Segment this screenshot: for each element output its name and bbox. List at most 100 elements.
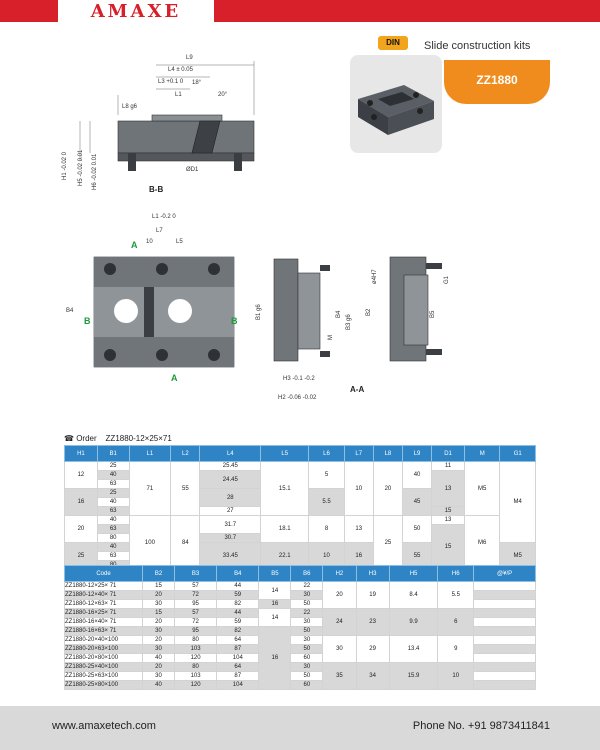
cell-b6: 50	[290, 644, 324, 654]
cell-b3: 72	[173, 590, 218, 600]
cell-g1: M4	[499, 461, 536, 543]
cell-price	[473, 599, 536, 609]
cell-b4: 87	[216, 644, 260, 654]
din-badge: DIN	[378, 36, 408, 50]
cell-b6: 30	[290, 617, 324, 627]
dim-b5: B5	[430, 310, 436, 318]
cell-b2: 40	[142, 653, 175, 663]
table1-header: M	[463, 445, 501, 462]
table1-header: L2	[170, 445, 201, 462]
cell-l9: 50	[401, 515, 433, 543]
cell-l7: 13	[343, 515, 374, 543]
cell-code: ZZ1880-16×63× 71	[64, 626, 143, 636]
product-photo	[350, 55, 442, 153]
cell-l1: 71	[128, 461, 172, 516]
cell-price	[473, 635, 536, 645]
kit-title: Slide construction kits	[424, 40, 531, 52]
cell-h5: 15.9	[388, 662, 439, 690]
dim-h5: H5 -0.02 0.01	[78, 149, 84, 186]
dim-front-l1: L1 -0.2 0	[152, 214, 176, 220]
cell-b2: 30	[142, 599, 175, 609]
cell-b4: 104	[216, 680, 260, 690]
cell-b4: 64	[216, 635, 260, 645]
cell-h1: 12	[64, 461, 98, 489]
cell-d1: 11	[431, 461, 465, 471]
cell-b4: 82	[216, 599, 260, 609]
cell-b4: 82	[216, 626, 260, 636]
table2-header: B6	[290, 565, 324, 582]
table-row: 63 15	[65, 524, 536, 570]
cell-h3: 29	[355, 635, 390, 663]
table-row: ZZ1880-20×63×100 30 103 87 50	[64, 644, 536, 654]
cell-b2: 40	[142, 680, 175, 690]
table1-header: B1	[96, 445, 130, 462]
dim-g1: G1	[444, 275, 450, 284]
cell-h2: 35	[322, 662, 357, 690]
cell-m: M5	[463, 461, 501, 516]
cell-b4: 44	[216, 581, 260, 591]
table-row: 12 25 71 55 25.45 15.1 5 10 20 40 11 M5 …	[64, 461, 536, 543]
cell-l4: 30.7	[199, 533, 262, 543]
cell-b1: 40	[96, 515, 130, 525]
dim-l8: L8 g6	[122, 104, 138, 110]
cell-b1: 63	[96, 551, 130, 561]
cell-b1: 63	[96, 479, 130, 489]
cell-b4: 44	[216, 608, 260, 618]
dim-front-l5: L5	[176, 239, 183, 245]
table1-header: L1	[128, 445, 172, 462]
cell-h5: 9.9	[388, 608, 439, 636]
cell-h2: 24	[322, 608, 357, 636]
cell-code: ZZ1880-12×25× 71	[64, 581, 143, 591]
dim-angle-20: 20°	[218, 92, 228, 98]
product-render-icon	[358, 85, 434, 135]
dim-front-10: 10	[146, 239, 153, 245]
table2-header: @¥/P	[473, 565, 536, 582]
cell-l6: 8	[308, 515, 345, 543]
cell-b6: 30	[290, 635, 324, 645]
website-link[interactable]: www.amaxetech.com	[52, 720, 156, 732]
cell-l4: 27	[199, 506, 262, 516]
cell-b2: 30	[142, 671, 175, 681]
table1-header: D1	[431, 445, 465, 462]
table1-header: L8	[372, 445, 403, 462]
cell-b1: 25	[96, 461, 130, 471]
drawing-side-view	[273, 258, 330, 362]
cell-b6: 30	[290, 590, 324, 600]
cell-b1: 25	[96, 488, 130, 498]
cell-l5: 18.1	[260, 515, 310, 543]
table2-header: B4	[216, 565, 260, 582]
cell-code: ZZ1880-12×40× 71	[64, 590, 143, 600]
cut-marker-a-top: A	[131, 240, 138, 250]
table-row: ZZ1880-20×40×100 20 80 64 30 30 29 13.4 …	[64, 635, 536, 663]
drawing-front-view	[93, 256, 235, 368]
cell-l9: 45	[401, 488, 433, 516]
dim-m: M	[328, 335, 334, 340]
product-code-tab: ZZ1880	[444, 60, 550, 104]
cell-price	[473, 617, 536, 627]
cell-h6: 5.5	[437, 581, 475, 609]
cell-l8: 25	[372, 515, 403, 570]
cell-l4: 24.45	[199, 470, 262, 489]
cell-b6: 60	[290, 680, 324, 690]
dim-front-b4: B4	[66, 308, 74, 314]
cell-b4: 87	[216, 671, 260, 681]
order-label: Order	[76, 434, 97, 443]
table-row: ZZ1880-12×25× 71 15 57 44 14 22 20 19 8.…	[64, 581, 536, 609]
table2-header: B3	[173, 565, 218, 582]
dim-side-b4: B4	[336, 310, 342, 318]
cell-b6: 60	[290, 653, 324, 663]
cell-price	[473, 671, 536, 681]
cell-l4: 31.7	[199, 515, 262, 534]
cell-b3: 95	[173, 626, 218, 636]
cell-b4: 59	[216, 617, 260, 627]
cell-b4: 64	[216, 662, 260, 672]
cell-b3: 120	[173, 680, 218, 690]
cell-price	[473, 680, 536, 690]
table1-header: L5	[260, 445, 310, 462]
cell-code: ZZ1880-20×80×100	[64, 653, 143, 663]
cell-h3: 34	[355, 662, 390, 690]
cell-b2: 15	[142, 608, 175, 618]
cell-price	[473, 590, 536, 600]
cell-b5: 16	[258, 599, 292, 609]
table1-header: G1	[499, 445, 536, 462]
